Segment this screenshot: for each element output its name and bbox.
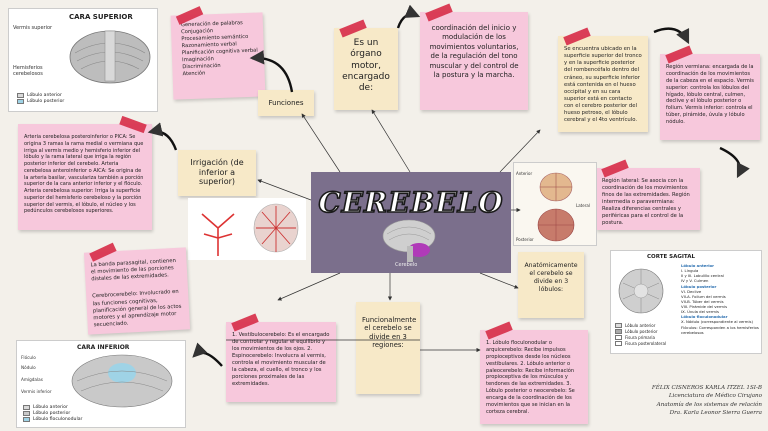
page-title: CEREBELO — [311, 186, 511, 219]
cara-inferior-legend-posterior: Lóbulo posterior — [33, 411, 70, 416]
curved-arrow — [194, 353, 222, 366]
cara-inferior-label-amigdalas: Amígdalas — [21, 377, 43, 382]
cara-superior-label-vermis: Vermis superior — [13, 25, 52, 31]
ubicacion-text: Se encuentra ubicado en la superficie su… — [564, 46, 642, 123]
cara-inferior-legend-floculonodular: Lóbulo floculonodular — [33, 417, 82, 422]
funcional-note: Funcionalmente el cerebelo se divide en … — [356, 302, 420, 394]
corte-item: X. Nódulo (correspondiente al vermis) — [681, 319, 761, 324]
funciones-label: Funciones — [269, 99, 304, 107]
anatomico-text: Anatómicamente el cerebelo se divide en … — [524, 262, 577, 293]
connector-line — [258, 180, 311, 200]
irrigacion-note: Irrigación (de inferior a superior) — [178, 150, 256, 196]
fibras-text: La banda parasagital, contienen el movim… — [90, 258, 176, 283]
corte-legend-fisura-primaria: Fisura primaria — [625, 335, 655, 340]
corte-sagital-title: CORTE SAGITAL — [647, 254, 695, 260]
cara-lateral-label-lateral: Lateral — [576, 203, 590, 208]
cara-lateral-label-anterior: Anterior — [516, 171, 532, 176]
cara-inferior-label-nodulo: Nódulo — [21, 365, 36, 370]
cara-superior-legend-posterior: Lóbulo posterior — [27, 99, 64, 104]
curved-arrow — [398, 15, 418, 29]
connector-line — [302, 114, 340, 172]
curved-arrow — [720, 148, 740, 176]
funcional-text: Funcionalmente el cerebelo se divide en … — [362, 316, 416, 349]
cara-inferior-legend-anterior: Lóbulo anterior — [33, 405, 68, 410]
corte-sagital-card: CORTE SAGITAL Lóbulo anterior Lóbulo pos… — [610, 250, 762, 354]
credit-teacher: Dra. Karla Leonor Sierra Guerra — [612, 409, 762, 417]
coordinacion-note: coordinación del inicio y modulación de … — [420, 12, 528, 110]
cara-lateral-label-posterior: Posterior — [516, 237, 534, 242]
funciones-list-note: Generación de palabras Conjugación Proce… — [171, 12, 266, 99]
cara-inferior-image — [67, 351, 177, 409]
coordinacion-text: coordinación del inicio y modulación de … — [429, 24, 518, 79]
curved-arrow — [654, 29, 688, 42]
cara-superior-image — [67, 23, 153, 85]
anatomico-note: Anatómicamente el cerebelo se divide en … — [518, 252, 584, 318]
corte-legend-anterior: Lóbulo anterior — [625, 323, 655, 328]
irrigacion-text: Irrigación (de inferior a superior) — [190, 158, 243, 186]
cara-inferior-label-vermis: Vermis inferior — [21, 389, 52, 394]
region-lateral-text: Región lateral: Se asocia con la coordin… — [602, 178, 690, 226]
cara-inferior-card: CARA INFERIOR Flóculo Nódulo Amígdalas V… — [16, 340, 186, 428]
funcion-item: Atención — [183, 69, 259, 79]
credit-degree: Licenciatura de Médico Cirujano — [612, 392, 762, 400]
vestibulocerebelo-note: 1. Vestibulocerebelo: Es el encargado de… — [226, 322, 336, 402]
center-caption: Cerebelo — [395, 262, 417, 268]
ubicacion-note: Se encuentra ubicado en la superficie su… — [558, 36, 648, 132]
brain-icon — [379, 216, 443, 264]
fibras-note: La banda parasagital, contienen el movim… — [84, 247, 190, 334]
cara-lateral-card: Anterior Lateral Posterior — [513, 162, 597, 246]
cerebrocerebelo-text: Cerebrocerebelo: Involucrado en las func… — [92, 289, 182, 328]
regiones-text: Región vermiana: encargada de la coordin… — [666, 64, 754, 125]
corte-legend-fisura-posterolateral: Fisura posterolateral — [625, 341, 666, 346]
cara-superior-label-hemisferios: Hemisferios cerebelosos — [13, 65, 57, 77]
organo-note: Es un órgano motor, encargado de: — [334, 28, 398, 110]
cara-superior-legend-anterior: Lóbulo anterior — [27, 93, 62, 98]
credits: FÉLIX CISNEROS KARLA ITZEL 1SI-B Licenci… — [612, 384, 762, 418]
connector-line — [372, 110, 410, 172]
cara-superior-card: CARA SUPERIOR Vermis superior Hemisferio… — [8, 8, 158, 112]
organo-text: Es un órgano motor, encargado de: — [342, 38, 390, 93]
cara-inferior-label-floculo: Flóculo — [21, 355, 36, 360]
connector-line — [278, 273, 340, 300]
regiones-note: Región vermiana: encargada de la coordin… — [660, 54, 760, 140]
funciones-label-note: Funciones — [258, 90, 314, 116]
irrigacion-vessels-image — [188, 198, 306, 260]
credit-course: Anatomía de los sistemas de relación — [612, 401, 762, 409]
cara-inferior-title: CARA INFERIOR — [77, 344, 129, 351]
lobulos-text: 1. Lóbulo floculonodular o arquicerebelo… — [486, 340, 575, 415]
corte-legend-posterior: Lóbulo posterior — [625, 329, 657, 334]
region-lateral-note: Región lateral: Se asocia con la coordin… — [596, 168, 700, 230]
lobulos-note: 1. Lóbulo floculonodular o arquicerebelo… — [480, 330, 588, 424]
corte-item: Flóculos: Corresponden a los hemisferios… — [681, 325, 761, 335]
vestibulocerebelo-text: 1. Vestibulocerebelo: Es el encargado de… — [232, 332, 329, 387]
corte-sagital-image — [615, 263, 667, 319]
curved-arrow — [150, 131, 176, 150]
credit-author: FÉLIX CISNEROS KARLA ITZEL 1SI-B — [612, 384, 762, 392]
arterias-note: Arteria cerebelosa posteroinferior o PIC… — [18, 124, 152, 230]
arterias-text: Arteria cerebelosa posteroinferior o PIC… — [24, 134, 143, 214]
center-title-box: CEREBELO Cerebelo — [311, 172, 511, 273]
connector-line — [480, 273, 518, 288]
cara-superior-title: CARA SUPERIOR — [69, 13, 133, 21]
